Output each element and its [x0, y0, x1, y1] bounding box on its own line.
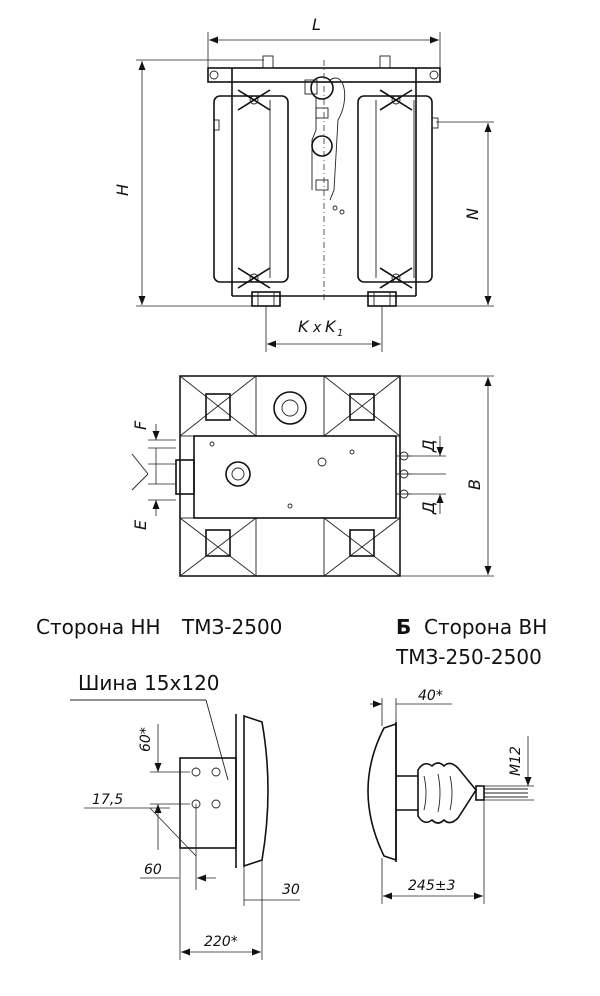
dim-K-label: K [298, 317, 310, 336]
dim-60: 60 [144, 862, 162, 878]
busbar-label: Шина 15х120 [78, 671, 220, 695]
dim-D1-label: Д [419, 440, 438, 454]
dim-K1-subscript: 1 [337, 328, 343, 339]
dim-60-star: 60* [138, 727, 154, 752]
hv-side-model: ТМЗ-250-2500 [395, 645, 542, 669]
hv-view-letter: Б [396, 615, 411, 639]
top-view: F E Д Д B [131, 375, 494, 577]
lv-side-detail: Сторона НН ТМЗ-2500 Шина 15х120 60* 17,5… [36, 615, 300, 960]
dim-K1-label: K [325, 317, 337, 336]
lv-side-model: ТМЗ-2500 [181, 615, 282, 639]
dim-D2-label: Д [419, 502, 438, 516]
hv-side-detail: Б Сторона ВН ТМЗ-250-2500 40* M12 245±3 [367, 615, 547, 904]
dim-E-label: E [131, 519, 150, 530]
dim-30: 30 [282, 882, 300, 898]
dim-220-star: 220* [204, 934, 238, 950]
dim-40-star: 40* [418, 688, 443, 704]
hv-side-title: Сторона ВН [424, 615, 547, 639]
lv-side-title: Сторона НН [36, 615, 161, 639]
dim-N-label: N [463, 208, 482, 220]
dim-H-label: H [113, 184, 132, 196]
front-view: L [113, 15, 494, 352]
dim-F-label: F [131, 420, 150, 430]
dim-M12: M12 [508, 746, 524, 776]
dim-245: 245±3 [408, 878, 455, 894]
dim-x-label: x [312, 320, 322, 336]
dim-L-label: L [312, 15, 321, 34]
dim-17-5: 17,5 [92, 792, 123, 808]
dim-B-label: B [465, 479, 484, 490]
